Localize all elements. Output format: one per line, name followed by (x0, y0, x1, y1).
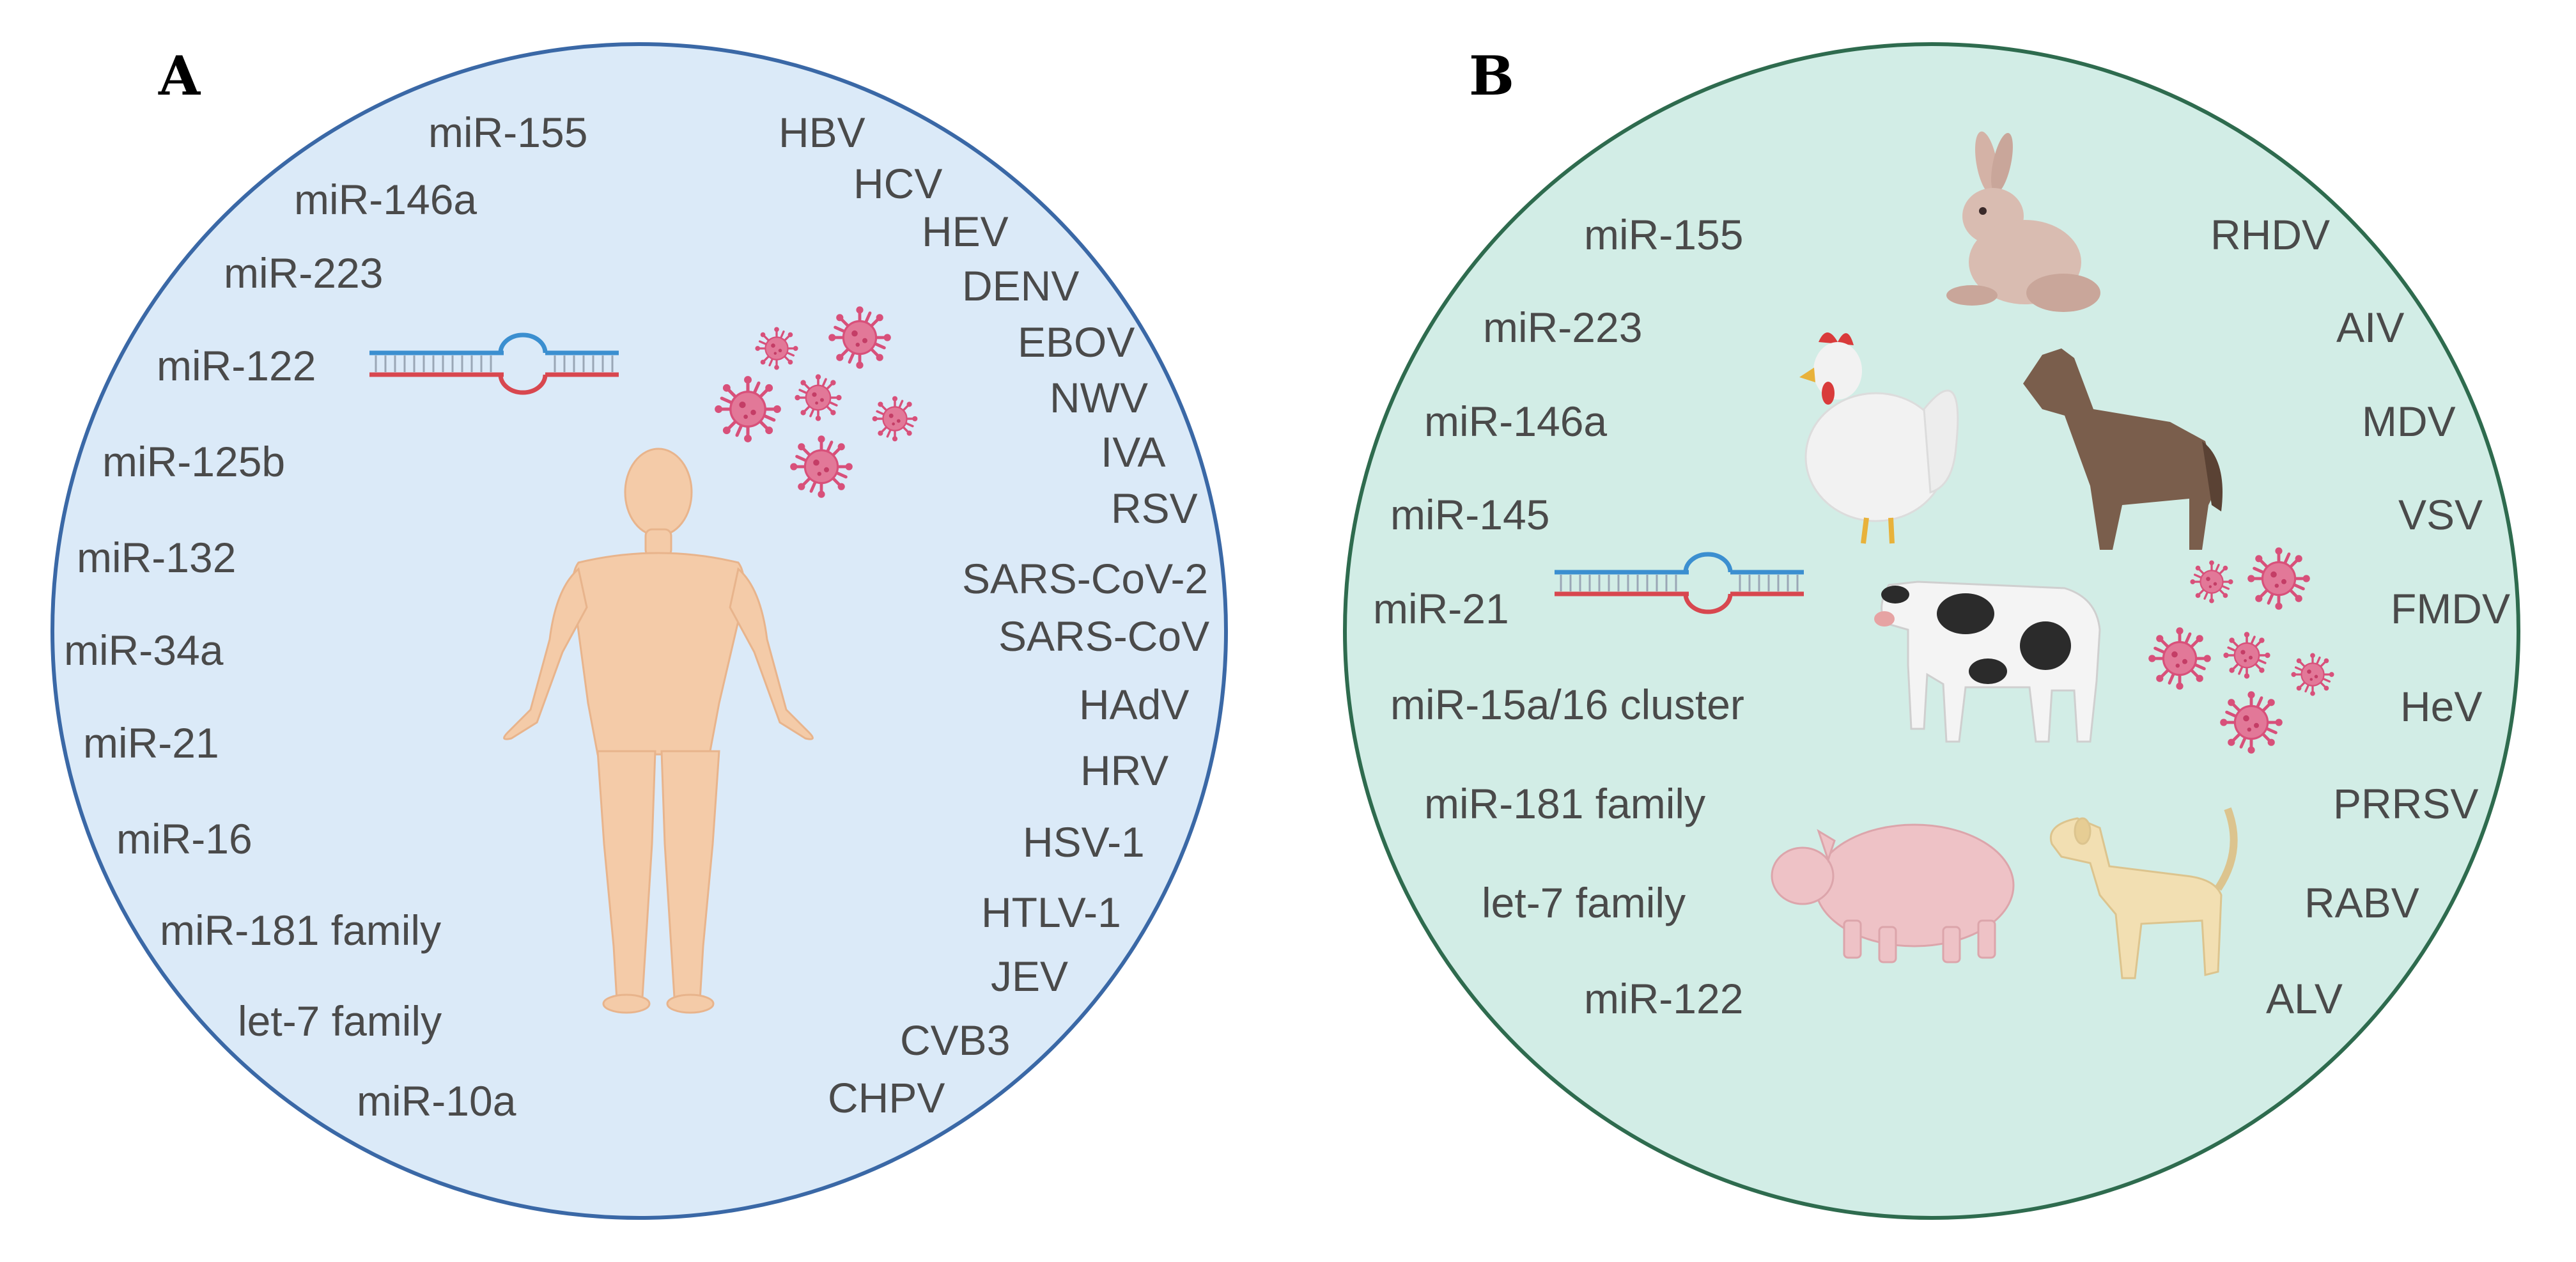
panel-b-virus-label: VSV (2398, 491, 2483, 538)
panel-b: B miR-155 miR-223 miR-146a miR-145 miR-2… (1343, 42, 2520, 1220)
panel-a-mirna-label: miR-146a (294, 176, 477, 223)
panel-a-mirna-label: miR-16 (116, 815, 252, 862)
panel-b-mirna-label: miR-146a (1424, 398, 1607, 445)
panel-b-virus-label: PRRSV (2333, 780, 2478, 827)
cow-icon (1874, 580, 2101, 743)
panel-b-mirna-label: miR-145 (1390, 491, 1549, 538)
panel-a-mirna-label: miR-122 (157, 342, 316, 389)
panel-a-virus-label: HSV-1 (1023, 818, 1145, 866)
panel-a-mirna-label: let-7 family (238, 997, 442, 1045)
panel-a-letter: A (158, 44, 201, 107)
panel-b-mirna-label: let-7 family (1482, 879, 1686, 926)
panel-a-virus-label: DENV (962, 262, 1079, 309)
panel-b-mirna-label: miR-223 (1483, 304, 1642, 351)
panel-b-virus-label: ALV (2266, 975, 2343, 1022)
panel-a-mirna-label: miR-181 family (160, 907, 441, 954)
panel-b-virus-label: RABV (2304, 879, 2419, 926)
panel-b-mirna-label: miR-181 family (1424, 780, 1705, 827)
panel-b-virus-label: AIV (2336, 304, 2404, 351)
panel-a-virus-label: HBV (779, 109, 865, 156)
horse-icon (2023, 348, 2223, 550)
panel-a-virus-list: HBV HCV HEV DENV EBOV NWV IVA RSV SARS-C… (779, 109, 1209, 1121)
panel-a-virus-label: JEV (991, 953, 1068, 1000)
panel-b-mirna-label: miR-15a/16 cluster (1390, 681, 1744, 728)
panel-a-mirna-label: miR-34a (64, 627, 224, 674)
panel-a-virus-label: NWV (1050, 374, 1148, 421)
panel-a-mirna-list: miR-155 miR-146a miR-223 miR-122 miR-125… (64, 109, 587, 1125)
panel-b-virus-label: FMDV (2391, 585, 2510, 632)
panel-a-virus-label: RSV (1111, 485, 1198, 532)
panel-a-mirna-label: miR-155 (428, 109, 587, 156)
panel-b-mirna-label: miR-155 (1584, 211, 1743, 258)
panel-a-virus-label: CVB3 (900, 1017, 1010, 1064)
rabbit-icon (1946, 131, 2100, 312)
panel-b-mirna-label: miR-122 (1584, 975, 1743, 1022)
panel-a-virus-label: HCV (853, 160, 942, 207)
panel-a-virus-label: HTLV-1 (981, 889, 1121, 936)
panel-b-virus-label: HeV (2400, 683, 2482, 730)
panel-a-mirna-label: miR-10a (357, 1077, 516, 1125)
panel-b-virus-label: MDV (2362, 398, 2456, 445)
pig-icon (1771, 823, 2015, 963)
panel-a-virus-label: CHPV (828, 1074, 945, 1121)
panel-a-virus-label: SARS-CoV-2 (962, 555, 1208, 602)
panel-a-virus-label: HAdV (1079, 681, 1189, 728)
panel-a-virus-label: HRV (1080, 747, 1168, 794)
panel-a-mirna-label: miR-125b (102, 438, 285, 485)
panel-b-mirna-list: miR-155 miR-223 miR-146a miR-145 miR-21 … (1373, 211, 1744, 1022)
panel-b-virus-list: RHDV AIV MDV VSV FMDV HeV PRRSV RABV ALV (2210, 211, 2510, 1022)
panel-a-virus-label: SARS-CoV (998, 612, 1209, 660)
panel-a-virus-label: HEV (922, 208, 1009, 255)
human-figure-icon (503, 448, 814, 1014)
panel-b-virus-label: RHDV (2210, 211, 2330, 258)
panel-a-mirna-label: miR-223 (224, 249, 383, 297)
panel-b-mirna-label: miR-21 (1373, 585, 1509, 632)
panel-a-mirna-label: miR-21 (83, 719, 219, 767)
panel-a: A miR-155 miR-146a miR-223 miR-122 miR-1… (50, 42, 1228, 1220)
dog-icon (2050, 807, 2238, 979)
panel-a-virus-label: IVA (1101, 428, 1165, 476)
chicken-icon (1799, 332, 1959, 544)
panel-a-virus-label: EBOV (1018, 318, 1135, 366)
panel-a-mirna-label: miR-132 (77, 534, 236, 581)
panel-b-letter: B (1469, 44, 1514, 107)
